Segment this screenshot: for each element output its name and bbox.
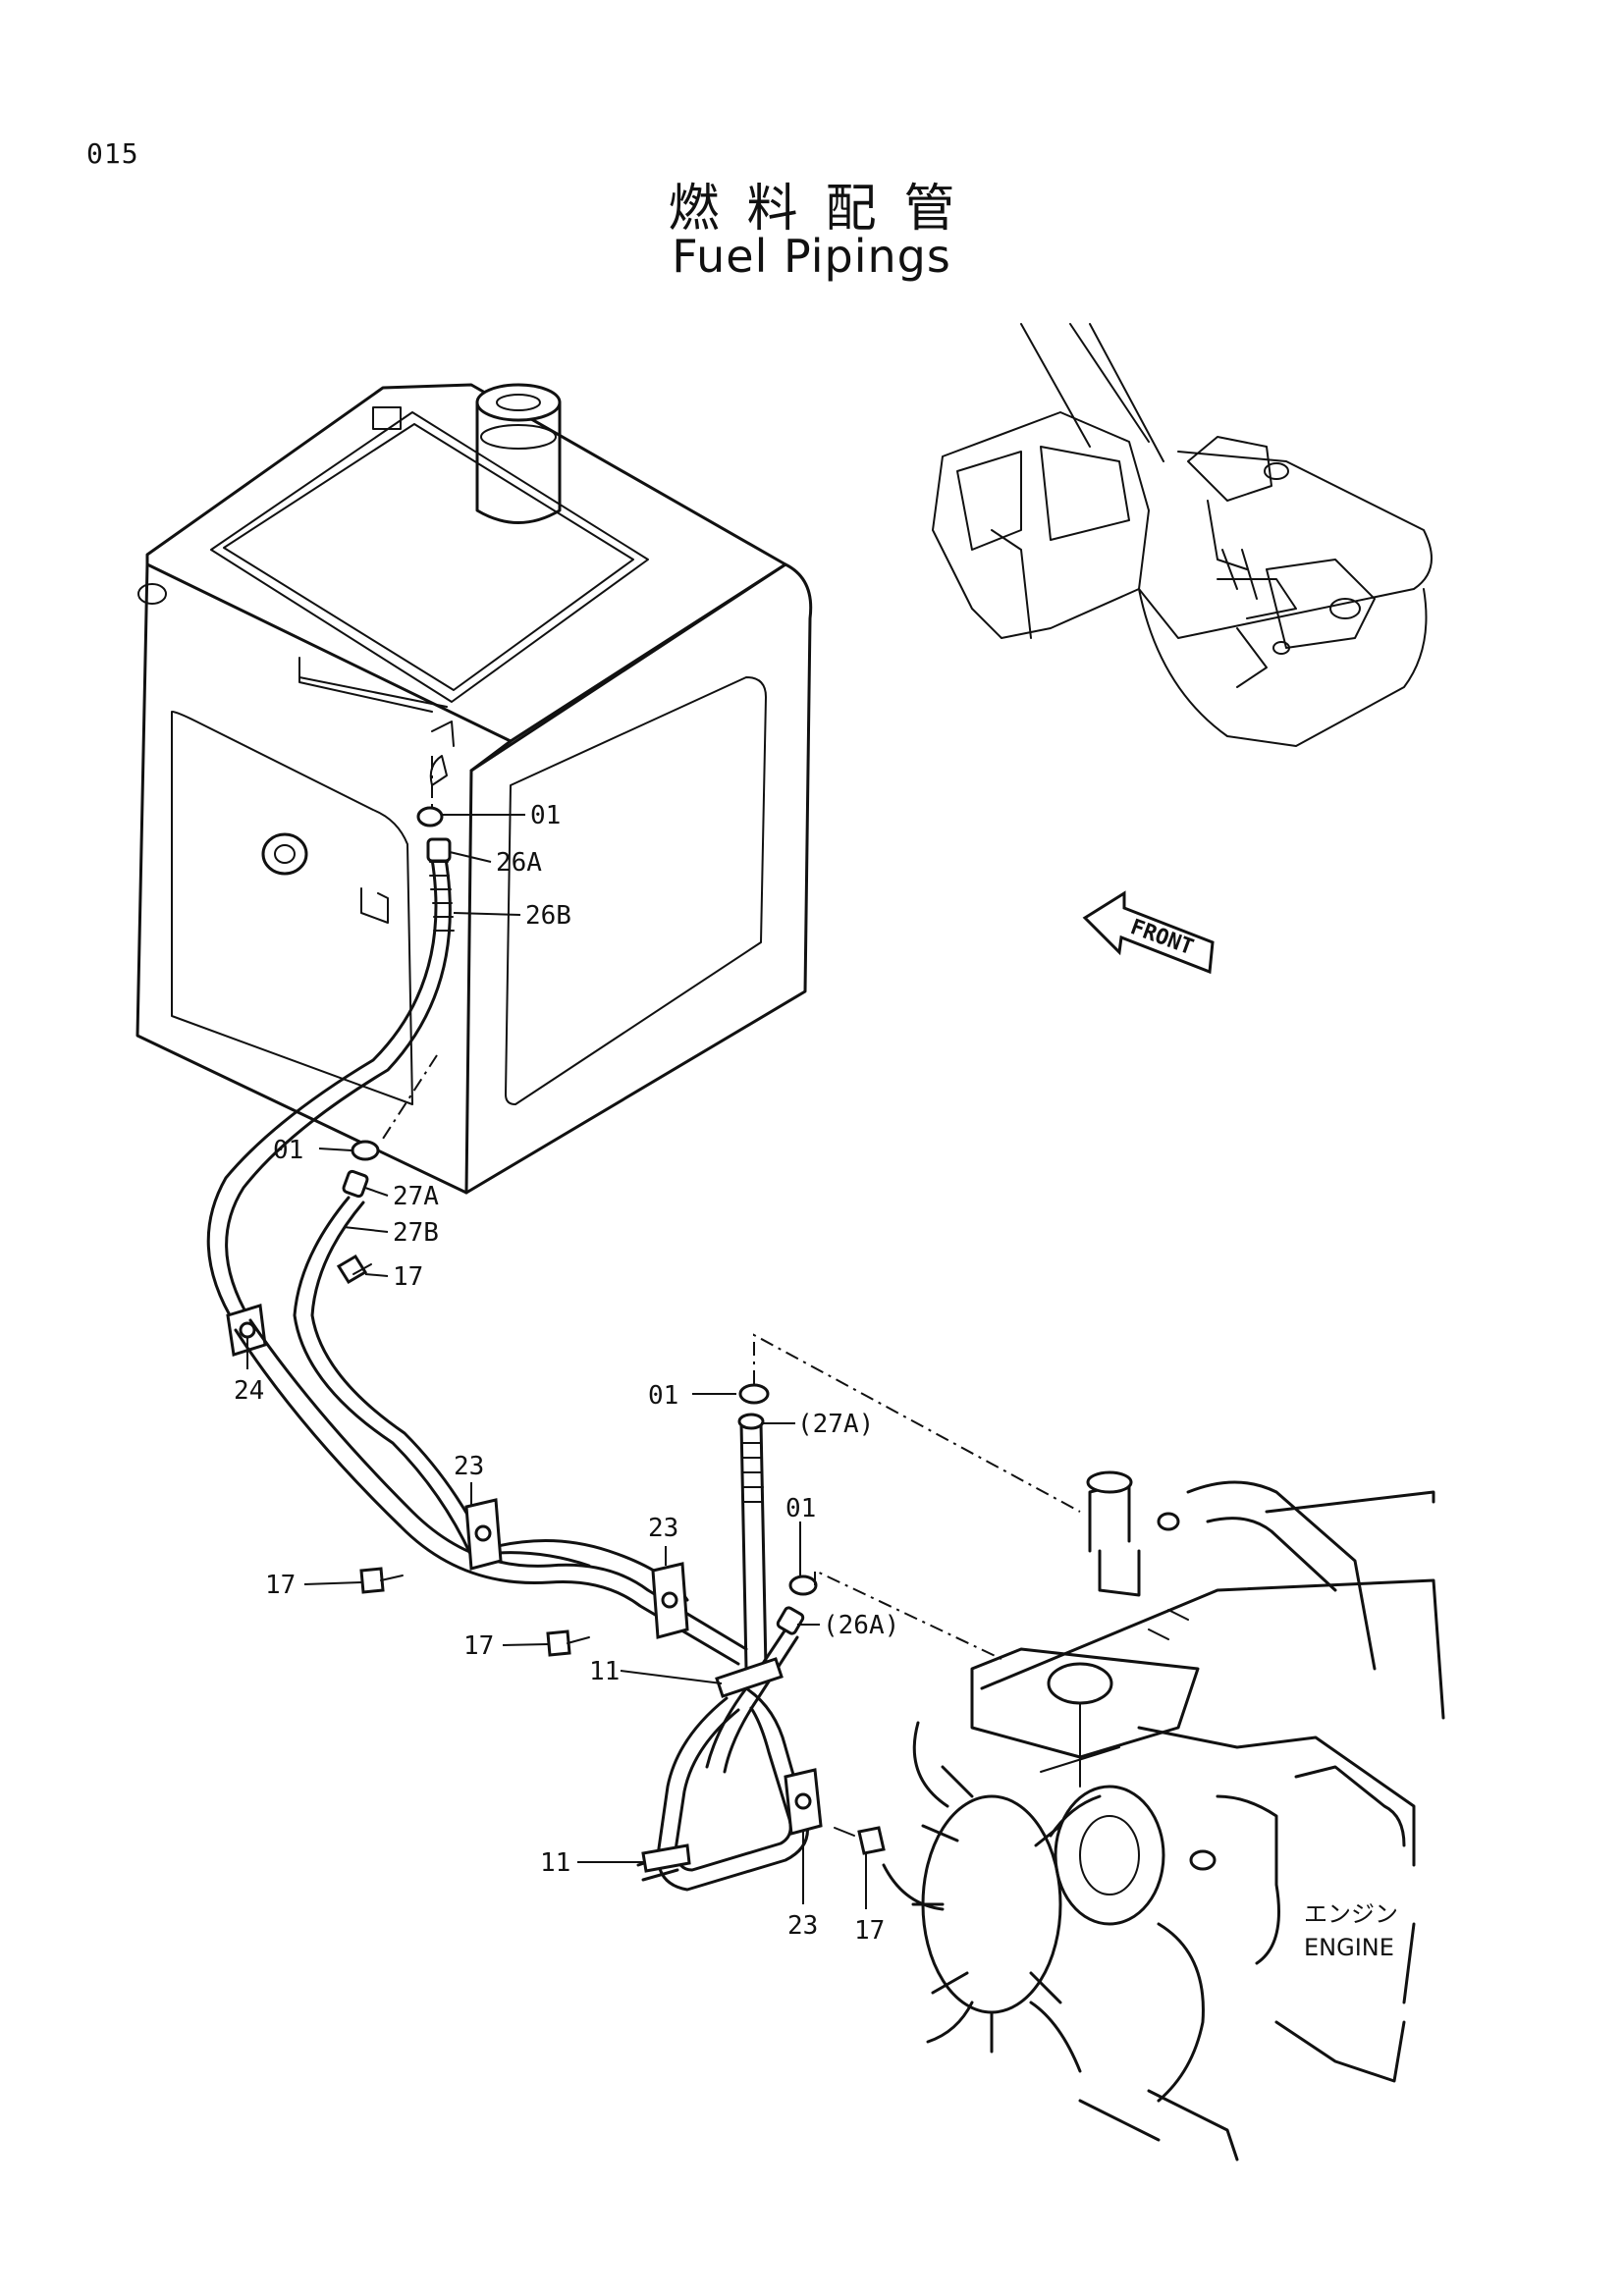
callout-23: 23: [787, 1911, 818, 1941]
callout-23: 23: [454, 1452, 484, 1481]
reference-line-b: [814, 1569, 1002, 1660]
clamp-23-c: [784, 1768, 823, 1836]
callout-23: 23: [648, 1514, 678, 1543]
band-11-a: [715, 1657, 784, 1698]
hose-fitting-26A: [426, 837, 452, 863]
callout-17: 17: [463, 1631, 494, 1661]
clamp-24: [226, 1304, 267, 1357]
callout-11: 11: [540, 1848, 570, 1878]
title-japanese: 燃料配管: [668, 180, 983, 239]
engine: [882, 1470, 1445, 2162]
bolt-17-d: [834, 1826, 886, 1855]
bolt-17-b: [359, 1567, 404, 1594]
callout-27B: 27B: [393, 1218, 439, 1248]
callout-27A: 27A: [393, 1182, 439, 1211]
callout-26A-reference: (26A): [823, 1611, 899, 1640]
filler-cap: [475, 383, 562, 524]
callout-17: 17: [854, 1916, 885, 1946]
callout-01: 01: [785, 1494, 816, 1523]
hose-clamp-01-top: [416, 806, 444, 828]
callout-01: 01: [273, 1136, 303, 1165]
callout-01: 01: [530, 801, 561, 830]
title-english: Fuel Pipings: [672, 230, 951, 283]
fuel-hose-27B: [293, 1196, 488, 1558]
clamp-23-a: [464, 1498, 503, 1571]
bolt-17-c: [546, 1629, 590, 1657]
reference-line-a: [753, 1333, 1081, 1513]
hose-clamp-01-mid: [351, 1140, 380, 1161]
hose-fitting-27A: [342, 1169, 369, 1199]
callout-11: 11: [589, 1657, 620, 1686]
engine-label-japanese: エンジン: [1304, 1900, 1398, 1928]
callout-17: 17: [265, 1571, 296, 1600]
cooling-fan: [882, 1721, 1102, 2073]
callout-01: 01: [648, 1381, 678, 1411]
engine-label-english: ENGINE: [1304, 1934, 1394, 1961]
fuel-hose-26B: [206, 857, 455, 1327]
hose-clamp-01-upper: [738, 1383, 770, 1405]
front-arrow: FRONT: [1082, 890, 1215, 975]
callout-24: 24: [234, 1376, 264, 1406]
fuel-pipe-vertical: [737, 1413, 768, 1671]
clamp-23-b: [651, 1562, 689, 1639]
callout-26B: 26B: [525, 901, 571, 931]
callout-27A-reference: (27A): [797, 1410, 874, 1439]
fuel-tank: [135, 383, 813, 1195]
band-11-b: [641, 1843, 691, 1873]
callout-labels: 01 26A 26B 01 27A 27B 17 24 01 (27A) 23 …: [234, 801, 899, 1946]
page-number: 015: [86, 137, 139, 170]
callout-26A: 26A: [496, 848, 542, 878]
callout-17: 17: [393, 1262, 423, 1292]
excavator-overview: [932, 323, 1433, 747]
hose-clamp-01-right: [788, 1575, 818, 1596]
leader-lines: [246, 814, 867, 1909]
bolt-17-a: [336, 1254, 372, 1285]
engine-label: エンジン ENGINE: [1304, 1900, 1398, 1961]
